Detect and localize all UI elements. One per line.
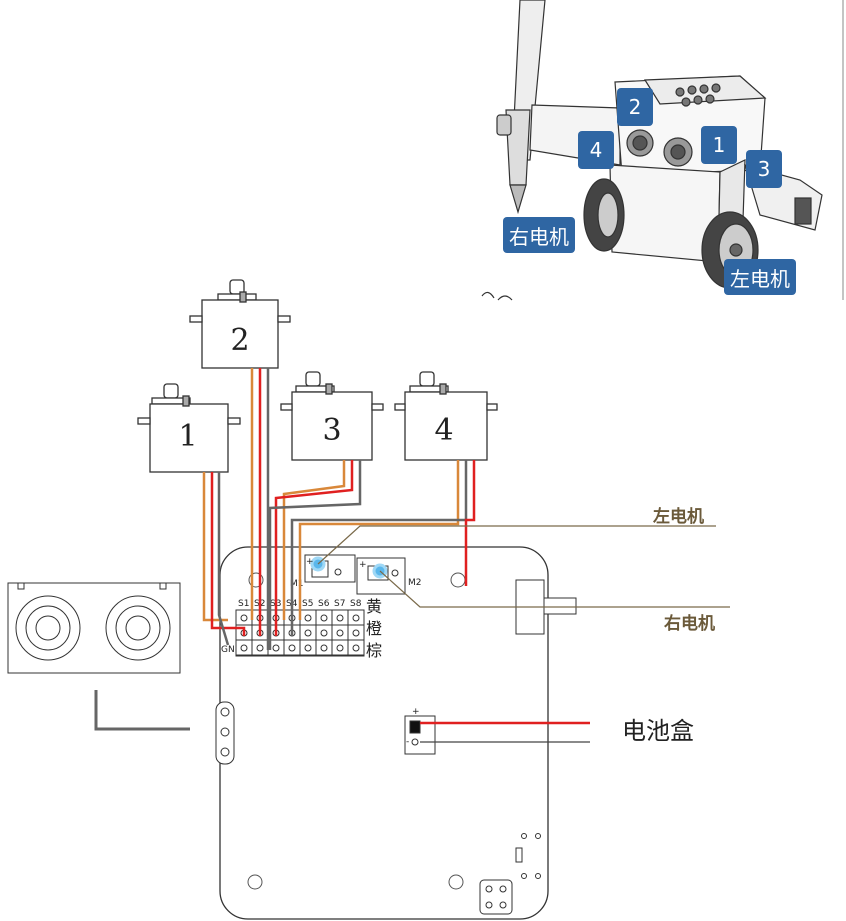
svg-text:S8: S8 (350, 599, 362, 609)
pin (320, 644, 328, 652)
servo-1-wires (202, 472, 246, 646)
left-motor-badge: 左电机 (724, 259, 796, 295)
servo-2-label: 2 (230, 323, 249, 358)
svg-text:橙: 橙 (366, 619, 382, 638)
mount-hole (247, 874, 263, 890)
pin (336, 644, 344, 652)
plus-mark: + (306, 557, 314, 567)
servo-2-wires (250, 368, 270, 650)
pin (320, 614, 328, 622)
servo-1-label: 1 (178, 419, 197, 454)
badge-2: 2 (617, 88, 653, 126)
battery-minus: - (406, 737, 409, 747)
svg-text:S1: S1 (238, 599, 249, 609)
gnd-label: GND (221, 645, 242, 655)
mount-hole (448, 874, 464, 890)
pin (352, 644, 360, 652)
pin-header (235, 609, 365, 657)
pin (304, 629, 312, 637)
pin (352, 629, 360, 637)
pin (272, 644, 280, 652)
servo-1 (137, 383, 241, 473)
m2-label: M2 (408, 578, 422, 588)
battery-callout: 电池盒 (622, 717, 694, 745)
callout-lines (317, 525, 730, 608)
pin (304, 614, 312, 622)
svg-text:S7: S7 (334, 599, 345, 609)
servo-3 (280, 371, 384, 461)
sensor-cable (94, 690, 190, 731)
badge-4: 4 (578, 131, 614, 169)
badge-1: 1 (701, 126, 737, 164)
ultrasonic-sensor (7, 582, 181, 674)
pin (336, 614, 344, 622)
svg-text:S5: S5 (302, 599, 313, 609)
svg-text:S6: S6 (318, 599, 330, 609)
svg-text:棕: 棕 (366, 641, 382, 660)
servo-4-wires (290, 460, 476, 636)
sensor-header (215, 701, 235, 765)
servo-3-wires (268, 460, 362, 650)
plus-mark: + (359, 560, 367, 570)
pin (256, 644, 264, 652)
battery-socket (404, 715, 436, 755)
pin (288, 644, 296, 652)
servo-2 (189, 279, 291, 369)
bottom-connector (479, 833, 541, 915)
pin (336, 629, 344, 637)
pin (240, 614, 248, 622)
servo-4 (394, 371, 498, 461)
left-motor-callout: 左电机 (653, 506, 704, 527)
servo-3-label: 3 (322, 413, 341, 448)
servo-4-label: 4 (434, 413, 453, 448)
battery-plus: + (412, 707, 420, 717)
pin (320, 629, 328, 637)
badge-3: 3 (746, 150, 782, 188)
right-motor-badge: 右电机 (503, 217, 575, 253)
mount-hole (450, 572, 466, 588)
m1-label: M1 (290, 579, 304, 589)
wire-color-legend: 黄 橙 棕 (366, 597, 382, 660)
battery-wires (420, 721, 590, 743)
svg-text:黄: 黄 (366, 597, 382, 616)
pin (240, 644, 248, 652)
pin (352, 614, 360, 622)
right-motor-callout: 右电机 (664, 613, 715, 634)
pin (304, 644, 312, 652)
